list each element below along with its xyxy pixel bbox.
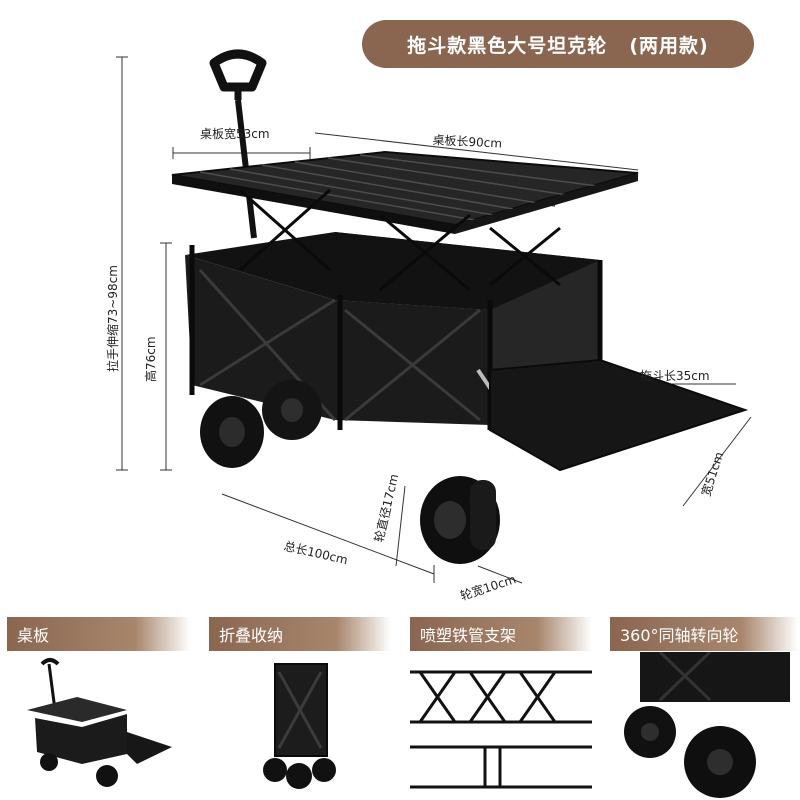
title-banner: 拖斗款黑色大号坦克轮 (两用款)	[362, 20, 754, 68]
feature-label-text: 喷塑铁管支架	[420, 626, 517, 645]
title-variant: (两用款)	[629, 34, 709, 57]
feature-label-text: 桌板	[17, 626, 50, 645]
folded-wagon-icon	[209, 652, 391, 800]
title-main: 拖斗款黑色大号坦克轮	[407, 34, 608, 57]
feature-label-frame: 喷塑铁管支架	[410, 617, 592, 651]
swivel-wheel-icon	[610, 652, 798, 800]
feature-label-table: 桌板	[7, 617, 190, 651]
handle-extension-label: 拉手伸缩73~98cm	[106, 265, 120, 372]
table-top	[171, 150, 639, 292]
feature-label-wheels: 360°同轴转向轮	[610, 617, 798, 651]
feature-label-text: 360°同轴转向轮	[620, 626, 739, 645]
wheels	[200, 380, 500, 564]
wagon-with-table-icon	[7, 652, 190, 800]
table-length-label: 桌板长90cm	[432, 132, 503, 151]
tailgate-length-label: 拖斗长35cm	[640, 369, 710, 383]
height-label: 高76cm	[144, 336, 158, 382]
feature-label-text: 折叠收纳	[219, 626, 284, 645]
table-width-label: 桌板宽53cm	[200, 127, 270, 141]
tailgate	[489, 358, 749, 472]
pull-handle	[209, 49, 267, 239]
wagon-product-image	[116, 49, 752, 584]
feature-label-folding: 折叠收纳	[209, 617, 391, 651]
steel-frame-icon	[410, 652, 592, 800]
